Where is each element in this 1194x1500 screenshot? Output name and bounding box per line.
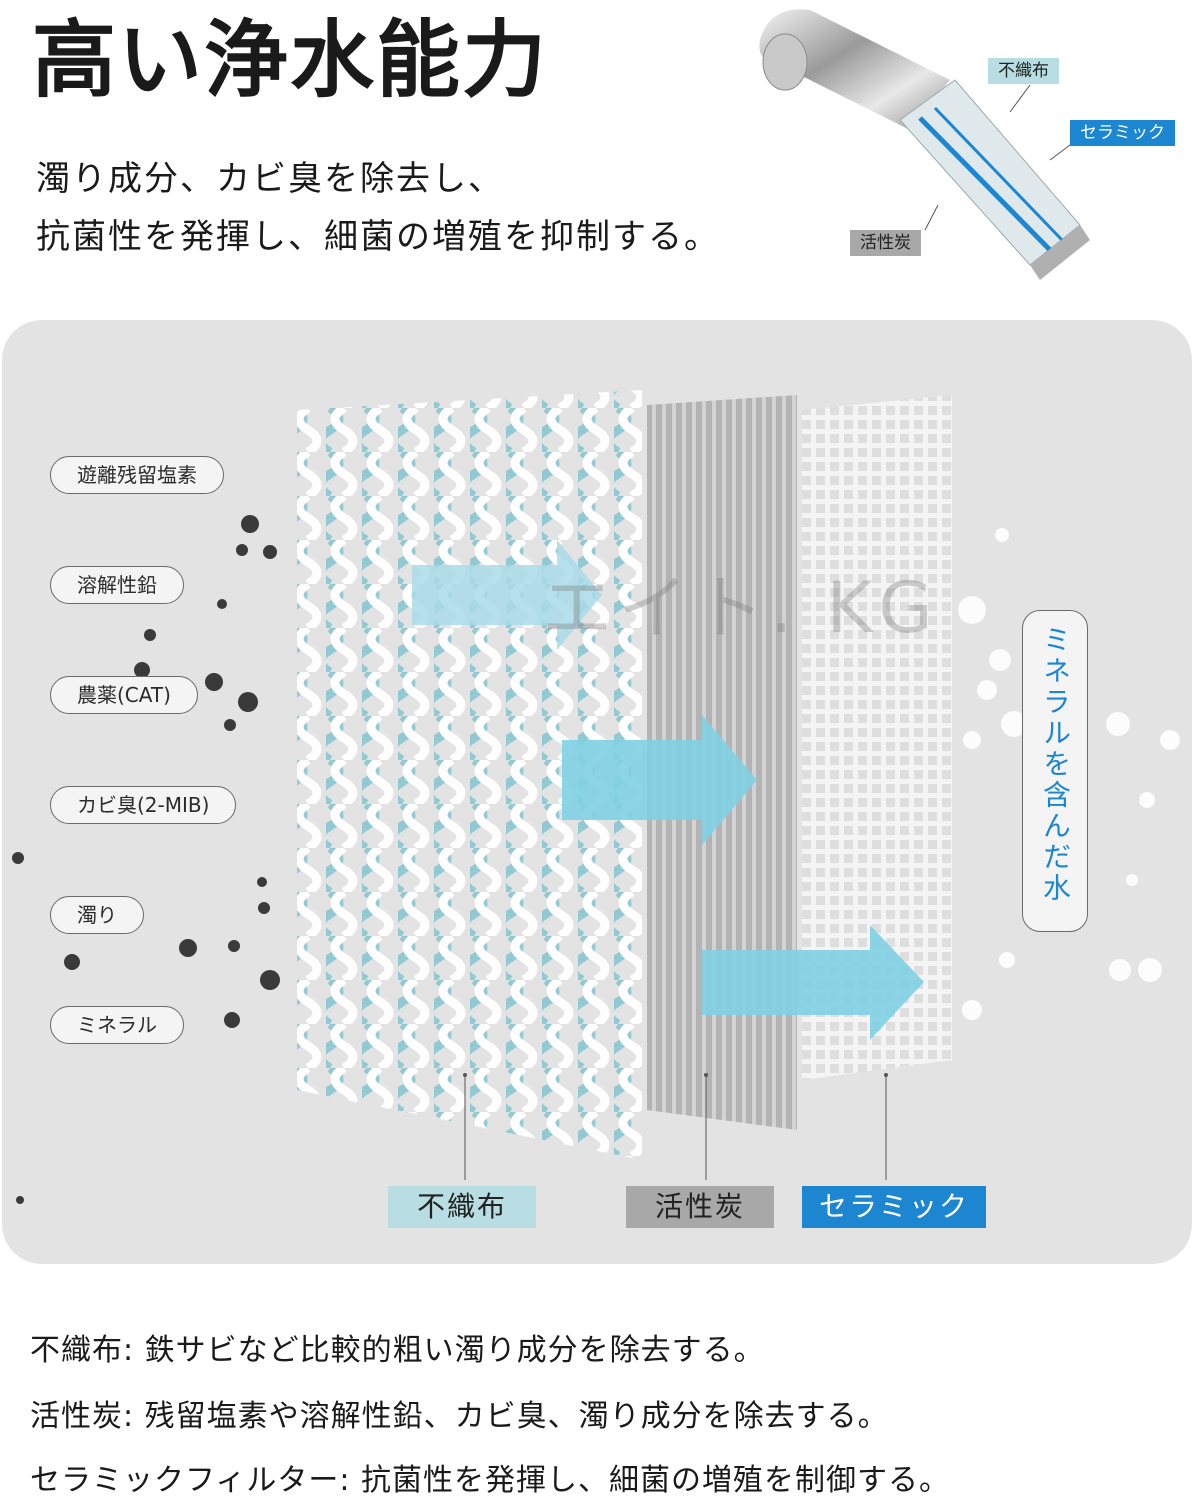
filter-label-nonwoven: 不織布: [388, 1186, 536, 1228]
contaminant-label-pesticide: 農薬(CAT): [50, 676, 198, 714]
shower-tag-ceramic: セラミック: [1070, 120, 1175, 147]
output-water-label: ミネラルを含んだ水: [1022, 610, 1088, 932]
description-ceramic: セラミックフィルター: 抗菌性を発揮し、細菌の増殖を制御する。: [30, 1463, 951, 1498]
description-activated-carbon: 活性炭: 残留塩素や溶解性鉛、カビ臭、濁り成分を除去する。: [30, 1399, 889, 1434]
filter-label-ceramic: セラミック: [802, 1186, 986, 1228]
watermark: エイト. KG: [542, 567, 939, 649]
contaminant-label-free-chlorine: 遊離残留塩素: [50, 456, 224, 494]
shower-tag-activated-carbon: 活性炭: [850, 230, 921, 257]
shower-head-illustration: [759, 9, 1090, 280]
contaminant-label-dissolved-lead: 溶解性鉛: [50, 566, 184, 604]
filter-label-activated-carbon: 活性炭: [626, 1186, 774, 1228]
contaminant-label-mold-odor: カビ臭(2-MIB): [50, 786, 237, 824]
contaminant-label-mineral: ミネラル: [50, 1006, 184, 1044]
filter-layers-illustration: [12, 390, 1180, 1204]
intro-line-1: 濁り成分、カビ臭を除去し、: [36, 159, 504, 199]
output-water-text: ミネラルを含んだ水: [1039, 625, 1072, 904]
intro-line-2: 抗菌性を発揮し、細菌の増殖を抑制する。: [36, 217, 720, 257]
filter-diagram-panel: エイト. KG 遊離残留塩素 溶解性鉛 農薬(CAT) カビ臭(2-MIB) 濁…: [2, 320, 1192, 1264]
description-nonwoven: 不織布: 鉄サビなど比較的粗い濁り成分を除去する。: [30, 1333, 765, 1368]
shower-tag-nonwoven: 不織布: [988, 58, 1059, 85]
contaminant-label-turbidity: 濁り: [50, 896, 144, 934]
page-title: 高い浄水能力: [32, 11, 549, 109]
